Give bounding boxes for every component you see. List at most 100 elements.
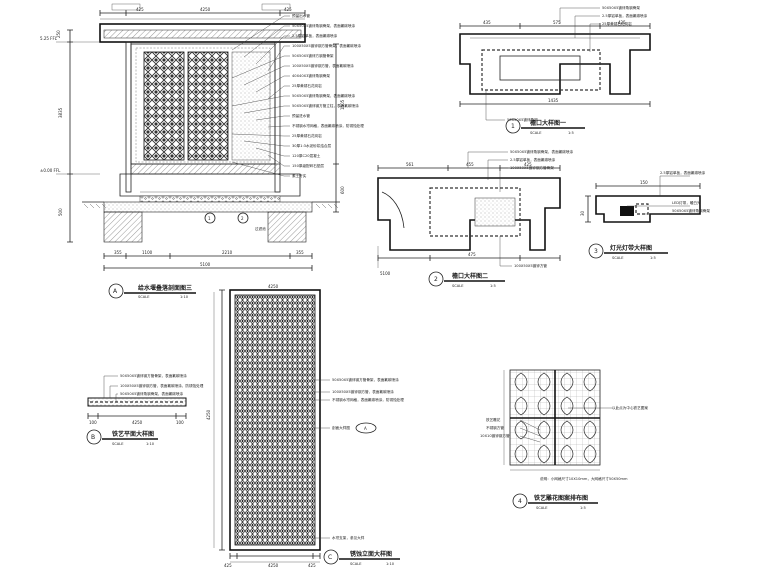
- elevation-c-note-4: 水帘支架，参见大样: [332, 535, 365, 540]
- section-a-note: 25厚黄锈石花岗岩: [292, 133, 322, 138]
- elevation-c-side-dim: 4250: [206, 409, 211, 420]
- detail-1-note-3: 25厚黄锈石花岗岩: [602, 21, 632, 26]
- section-a-note-leader: [255, 75, 290, 93]
- detail-3-title: 灯光灯带大样图: [610, 244, 652, 252]
- detail-2-leader-1: [467, 151, 508, 168]
- section-a-total-ticks: [103, 265, 313, 271]
- section-a-note-leader: [231, 161, 290, 177]
- detail-b-note-2: 100X50X5镀锌钢方管，表面氟碳喷涂，防锈蚀处理: [120, 383, 204, 388]
- detail-4-ornament: [560, 372, 574, 392]
- detail-4-ornaments: [514, 372, 597, 464]
- section-a-note: 预留进水管: [292, 113, 310, 118]
- detail-2-profile: [377, 177, 561, 251]
- section-a-mesh-panel-right: [187, 51, 229, 161]
- section-a-top-dim-3: 425: [284, 7, 292, 12]
- detail-1-drawing: [459, 7, 651, 121]
- section-a-filter-label: 过滤池: [255, 226, 266, 231]
- detail-3-led: [620, 206, 634, 216]
- detail-1-leader-2: [574, 15, 600, 38]
- detail-2-dim-2: 455: [466, 162, 474, 167]
- detail-b-ratio: 1:10: [146, 442, 155, 446]
- elevation-c-letter: C: [328, 554, 332, 561]
- detail-1-bottom-ticks: [459, 101, 651, 107]
- section-a-note-leader: [231, 95, 290, 107]
- section-a-level-bottom: ±0.00 FFL: [40, 168, 61, 173]
- detail-4-drawing: [503, 369, 612, 471]
- detail-1-top-ticks: [459, 23, 651, 29]
- detail-1-ratio: 1:5: [568, 131, 574, 135]
- elevation-c-mesh: [234, 294, 316, 546]
- section-a-note: 40X40X3镀锌角钢骨架: [292, 73, 330, 78]
- elevation-c-section-label: 剖面大样图: [332, 425, 350, 430]
- section-a-top-dim-2: 4250: [200, 7, 211, 12]
- detail-4-title: 铁艺雕花图案排布图: [534, 494, 588, 502]
- detail-3-dim-1: 150: [640, 180, 648, 185]
- section-a-note: 素土夯实: [292, 173, 307, 178]
- section-a-granite-cladding: [231, 51, 271, 161]
- detail-2-scale: SCALE: [452, 284, 464, 288]
- detail-b-note-1: 50X50X5镀锌钢方管骨架，表面氟碳喷涂: [120, 373, 187, 378]
- section-a-bottom-dim-2: 1100: [142, 250, 153, 255]
- detail-4-ornament: [514, 372, 528, 392]
- detail-3-note-2: LED灯带，暖白光: [672, 200, 701, 205]
- section-a-note: 25厚黄锈石花岗岩: [292, 83, 322, 88]
- detail-4-ornament: [537, 372, 551, 392]
- section-a-note: 150厚级配碎石垫层: [292, 163, 324, 168]
- detail-3-profile: [595, 195, 701, 223]
- detail-1-dim-2: 575: [553, 20, 561, 25]
- detail-4-ornament: [537, 420, 551, 440]
- detail-3-top-ticks: [595, 183, 701, 189]
- section-a-bottom-dim-4: 355: [296, 250, 304, 255]
- detail-4-left-label-2: 不锈钢方管: [486, 425, 504, 430]
- detail-4-left-label-3: 10X10镀锌钢方管: [480, 433, 510, 438]
- section-a-left-dim-3: 500: [58, 208, 63, 216]
- detail-2-ratio: 1:5: [490, 284, 496, 288]
- section-a-callout-2: 2: [241, 216, 244, 221]
- section-a-right-dim-1: 1505: [340, 99, 345, 110]
- detail-b-leader-1: [103, 375, 118, 398]
- section-a-note-leader: [243, 25, 290, 58]
- section-a-filter-layer: [139, 195, 281, 203]
- detail-b-note-3: 50X50X5镀锌角钢骨架，表面氟碳喷涂: [120, 391, 183, 396]
- detail-3-side-ticks: [585, 195, 591, 223]
- detail-4-ornament: [537, 444, 551, 464]
- section-a-note: 2.5厚铝单板，表面氟碳喷涂: [292, 33, 338, 38]
- detail-4-ornament: [560, 396, 574, 416]
- elevation-c-title-circle: [323, 549, 339, 565]
- elevation-c-bottom-dim-1: 425: [224, 563, 232, 568]
- detail-1-note-1: 50X50X5镀锌角钢骨架: [602, 5, 640, 10]
- section-a-note-leader: [243, 65, 290, 86]
- detail-3-dim-2: 30: [580, 210, 585, 216]
- detail-1-dim-1: 435: [483, 20, 491, 25]
- section-a-title-circle: [108, 283, 124, 299]
- detail-2-note-1: 50X50X5镀锌角钢骨架，表面氟碳喷涂: [510, 149, 573, 154]
- detail-4-footnote: 说明：小网格尺寸10X10mm，大网格尺寸50X50mm: [540, 476, 628, 481]
- detail-b-scale: SCALE: [112, 442, 124, 446]
- detail-b-dim-ticks: [87, 413, 187, 419]
- section-a-note-leader: [255, 115, 290, 121]
- section-a-concrete-base: [103, 201, 313, 213]
- section-a-note: 50X50X5镀锌角钢骨架，表面氟碳喷涂: [292, 93, 355, 98]
- section-a-level-top: 5.25 FFL: [40, 36, 58, 41]
- detail-4-ornament: [514, 396, 528, 416]
- section-a-left-footing: [103, 211, 143, 243]
- detail-1-tube: [499, 55, 581, 81]
- section-a-bottom-dim-3: 2210: [222, 250, 233, 255]
- detail-3-number: 3: [594, 248, 598, 255]
- detail-1-leader-bottom: [485, 90, 505, 121]
- detail-4-title-circle: [512, 493, 528, 509]
- detail-1-bottom-note: 50X50X5镀锌角钢: [507, 117, 538, 122]
- detail-2-leader-3: [499, 167, 508, 192]
- detail-2-title-circle: [428, 271, 444, 287]
- detail-b-letter: B: [91, 434, 95, 441]
- section-a-note: 100X50X5镀锌钢方管，表面氟碳喷涂: [292, 63, 354, 68]
- detail-4-axis-lines: [510, 370, 600, 465]
- section-a-note: 30厚1:3水泥砂浆结合层: [292, 143, 332, 148]
- section-a-note: 100X50X5镀锌钢方管骨架，表面氟碳喷涂: [292, 43, 361, 48]
- section-a-notes: 预留出水管50X50X5镀锌角钢骨架，表面氟碳喷涂2.5厚铝单板，表面氟碳喷涂1…: [292, 13, 364, 178]
- detail-2-leader-bottom: [499, 236, 512, 267]
- elevation-c-scale: SCALE: [350, 562, 362, 566]
- detail-4-left-label-1: 铁艺雕花: [486, 417, 501, 422]
- detail-4-leader-1: [519, 419, 541, 431]
